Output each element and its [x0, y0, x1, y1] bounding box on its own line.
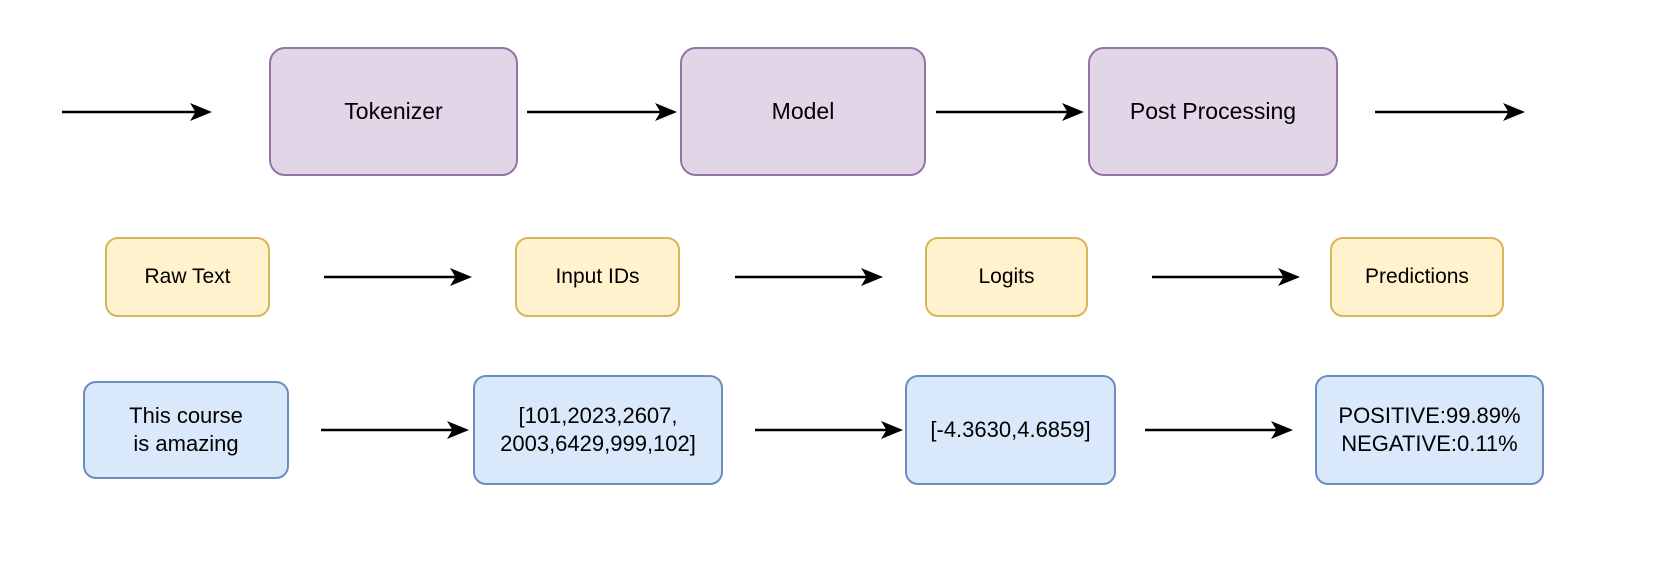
node-example-input-ids[interactable]: [101,2023,2607, 2003,6429,999,102] [473, 375, 723, 485]
node-logits[interactable]: Logits [925, 237, 1088, 317]
node-raw-text[interactable]: Raw Text [105, 237, 270, 317]
node-example-raw-text[interactable]: This course is amazing [83, 381, 289, 479]
node-example-logits[interactable]: [-4.3630,4.6859] [905, 375, 1116, 485]
node-predictions[interactable]: Predictions [1330, 237, 1504, 317]
node-example-predictions-label: POSITIVE:99.89% NEGATIVE:0.11% [1338, 402, 1521, 456]
node-example-predictions[interactable]: POSITIVE:99.89% NEGATIVE:0.11% [1315, 375, 1544, 485]
arrow-logits-to-predictions [1152, 264, 1300, 290]
arrow-logit-values-to-scores [1145, 417, 1293, 443]
arrow-tokenizer-to-model [527, 99, 677, 125]
node-post-processing-label: Post Processing [1129, 97, 1297, 124]
arrow-input-ids-to-logits [735, 264, 883, 290]
node-tokenizer-label: Tokenizer [344, 97, 443, 124]
node-input-ids-label: Input IDs [555, 264, 640, 288]
node-example-logits-label: [-4.3630,4.6859] [930, 416, 1091, 442]
node-example-input-ids-label: [101,2023,2607, 2003,6429,999,102] [500, 402, 696, 456]
arrow-model-to-post-processing [936, 99, 1084, 125]
node-model[interactable]: Model [680, 47, 926, 176]
node-raw-text-label: Raw Text [144, 264, 231, 288]
node-input-ids[interactable]: Input IDs [515, 237, 680, 317]
node-model-label: Model [771, 97, 835, 124]
arrow-raw-text-to-input-ids [324, 264, 472, 290]
arrow-ids-to-logit-values [755, 417, 903, 443]
arrow-into-tokenizer [62, 99, 212, 125]
node-predictions-label: Predictions [1365, 264, 1469, 288]
node-example-raw-text-label: This course is amazing [129, 402, 243, 456]
arrow-text-to-ids [321, 417, 469, 443]
node-tokenizer[interactable]: Tokenizer [269, 47, 518, 176]
node-logits-label: Logits [978, 264, 1035, 288]
arrow-out-of-post-processing [1375, 99, 1525, 125]
node-post-processing[interactable]: Post Processing [1088, 47, 1338, 176]
